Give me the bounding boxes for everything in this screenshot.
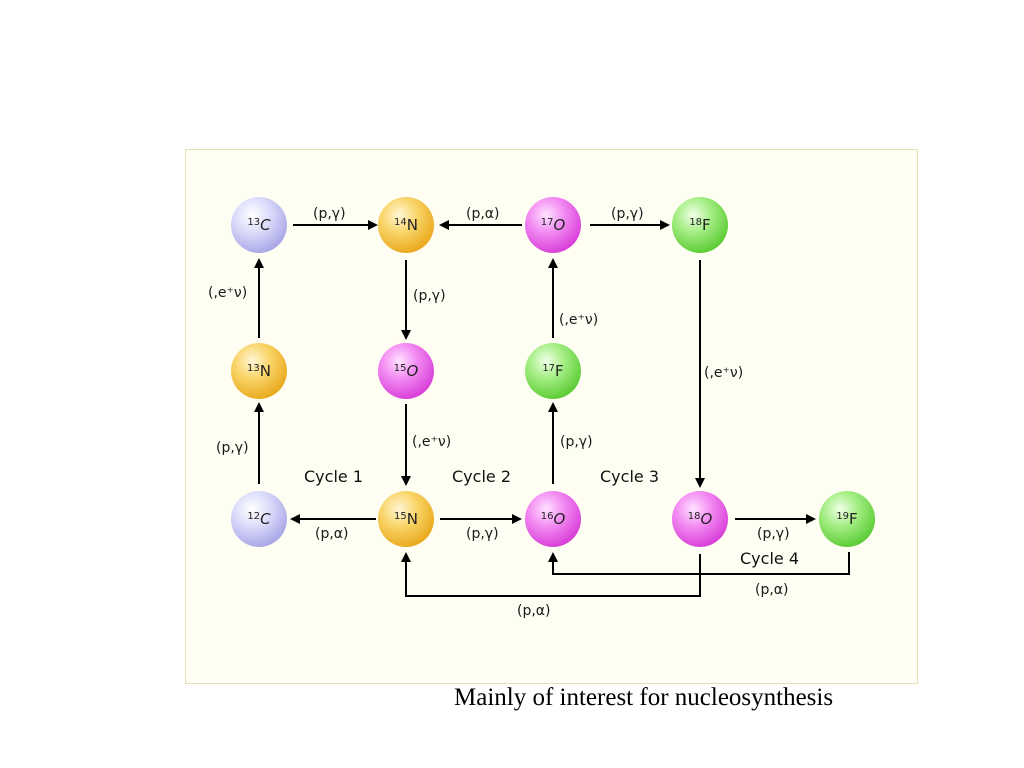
node-circle bbox=[378, 197, 434, 253]
label-o18-n15: (p,α) bbox=[517, 603, 551, 619]
node-f17: 17F bbox=[525, 343, 581, 399]
nuclide-label: 18O bbox=[688, 510, 713, 528]
nuclide-label: 12C bbox=[247, 510, 271, 528]
label-c13-n14: (p,γ) bbox=[313, 206, 346, 222]
node-c13: 13C bbox=[231, 197, 287, 253]
label-n15-o16: (p,γ) bbox=[466, 526, 499, 542]
node-circle bbox=[525, 491, 581, 547]
node-o17: 17O bbox=[525, 197, 581, 253]
nuclide-label: 18F bbox=[689, 216, 710, 234]
node-n14: 14N bbox=[378, 197, 434, 253]
cycle-1-label: Cycle 1 bbox=[304, 467, 363, 486]
node-circle bbox=[231, 343, 287, 399]
nuclide-label: 16O bbox=[541, 510, 566, 528]
node-circle bbox=[231, 197, 287, 253]
arrow-o18-n15 bbox=[401, 552, 701, 597]
nuclide-label: 19F bbox=[836, 510, 857, 528]
nuclide-label: 17O bbox=[541, 216, 566, 234]
cycle-4-label: Cycle 4 bbox=[740, 549, 799, 568]
node-circle bbox=[819, 491, 875, 547]
label-n15-c12: (p,α) bbox=[315, 526, 349, 542]
node-circle bbox=[378, 343, 434, 399]
label-f17-o17: (,e⁺ν) bbox=[559, 312, 598, 328]
label-f18-o18: (,e⁺ν) bbox=[704, 365, 743, 381]
node-circle bbox=[378, 491, 434, 547]
label-o17-n14: (p,α) bbox=[466, 206, 500, 222]
node-o15: 15O bbox=[378, 343, 434, 399]
node-circle bbox=[525, 197, 581, 253]
node-o18: 18O bbox=[672, 491, 728, 547]
node-c12: 12C bbox=[231, 491, 287, 547]
nuclide-label: 14N bbox=[394, 216, 418, 234]
label-o16-f17: (p,γ) bbox=[560, 434, 593, 450]
node-n15: 15N bbox=[378, 491, 434, 547]
label-o18-f19: (p,γ) bbox=[757, 526, 790, 542]
node-f18: 18F bbox=[672, 197, 728, 253]
node-f19: 19F bbox=[819, 491, 875, 547]
nuclide-label: 15N bbox=[394, 510, 418, 528]
label-o17-f18: (p,γ) bbox=[611, 206, 644, 222]
nuclide-label: 15O bbox=[394, 362, 419, 380]
reaction-labels: (p,γ) (p,α) (p,γ) (,e⁺ν) (p,γ) (,e⁺ν) (,… bbox=[208, 206, 790, 619]
cycle-labels: Cycle 1 Cycle 2 Cycle 3 Cycle 4 bbox=[304, 467, 799, 568]
cycle-3-label: Cycle 3 bbox=[600, 467, 659, 486]
node-o16: 16O bbox=[525, 491, 581, 547]
label-f19-o16: (p,α) bbox=[755, 582, 789, 598]
node-circle bbox=[672, 197, 728, 253]
node-circle bbox=[231, 491, 287, 547]
node-circle bbox=[525, 343, 581, 399]
label-n14-o15: (p,γ) bbox=[413, 288, 446, 304]
nuclide-label: 13N bbox=[247, 362, 271, 380]
label-c12-n13: (p,γ) bbox=[216, 440, 249, 456]
node-n13: 13N bbox=[231, 343, 287, 399]
nuclide-label: 13C bbox=[247, 216, 271, 234]
label-n13-c13: (,e⁺ν) bbox=[208, 285, 247, 301]
reaction-arrows bbox=[254, 220, 850, 597]
label-o15-n15: (,e⁺ν) bbox=[412, 434, 451, 450]
nuclide-label: 17F bbox=[542, 362, 563, 380]
node-circle bbox=[672, 491, 728, 547]
cycle-2-label: Cycle 2 bbox=[452, 467, 511, 486]
caption: Mainly of interest for nucleosynthesis bbox=[454, 684, 834, 711]
